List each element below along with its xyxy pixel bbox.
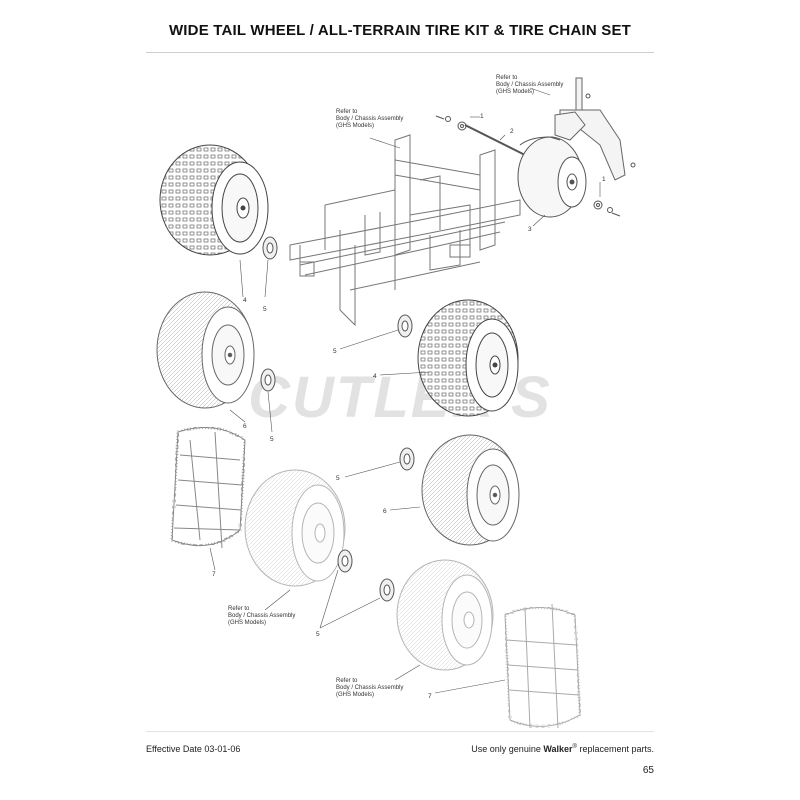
callout-top-center: Refer to Body / Chassis Assembly (GHS Mo… [336,109,403,129]
turf-tire-bottom [396,559,494,671]
part-number-6: 6 [243,423,247,430]
footer-divider [146,731,654,732]
part-number-5: 5 [333,348,337,355]
page-number: 65 [642,765,654,776]
turf-tire-lower-right [421,434,520,546]
chassis-frame [289,134,521,327]
spacer-washer-6 [379,578,395,602]
all-terrain-tire-mid-right [417,299,519,417]
spacer-washer-1 [262,236,278,260]
spacer-washer-2 [260,368,276,392]
callout-line: (GHS Models) [336,123,374,129]
turf-tire-lower-left [244,469,346,587]
spacer-washer-3 [397,314,413,338]
part-number-2: 2 [510,128,514,135]
callout-line: Body / Chassis Assembly [336,116,403,122]
turf-tire-mid-left [156,291,255,409]
genuine-parts-note: Use only genuine Walker® replacement par… [471,744,654,754]
callout-top-right: Refer to Body / Chassis Assembly (GHS Mo… [496,75,563,95]
title-divider [146,52,654,53]
callout-line: Body / Chassis Assembly [336,685,403,691]
effective-date: Effective Date 03-01-06 [146,744,241,754]
callout-line: Refer to [496,75,518,81]
page-title: WIDE TAIL WHEEL / ALL-TERRAIN TIRE KIT &… [168,22,632,39]
part-number-5: 5 [263,306,267,313]
callout-line: Refer to [336,678,358,684]
wide-tail-wheel [517,136,587,218]
tire-chain-right [503,603,582,729]
spacer-washer-4 [337,549,353,573]
callout-lower-left: Refer to Body / Chassis Assembly (GHS Mo… [228,606,295,626]
part-number-5: 5 [270,436,274,443]
callout-line: Body / Chassis Assembly [496,82,563,88]
callout-line: (GHS Models) [336,692,374,698]
callout-line: Refer to [228,606,250,612]
part-number-5: 5 [336,475,340,482]
part-number-3: 3 [528,226,532,233]
parts-note-suffix: replacement parts. [576,744,654,754]
callout-line: Body / Chassis Assembly [228,613,295,619]
part-number-6: 6 [383,508,387,515]
axle-assembly [435,93,636,217]
callout-bottom-center: Refer to Body / Chassis Assembly (GHS Mo… [336,678,403,698]
parts-note-prefix: Use only genuine [471,744,544,754]
callout-line: (GHS Models) [496,89,534,95]
part-number-1: 1 [480,113,484,120]
tail-wheel-fork [554,77,626,181]
brand-name: Walker [543,744,573,754]
callout-line: (GHS Models) [228,620,266,626]
registered-mark: ® [572,744,577,750]
part-number-5: 5 [316,631,320,638]
callout-line: Refer to [336,109,358,115]
part-number-7: 7 [428,693,432,700]
all-terrain-tire-top [159,144,269,256]
spacer-washer-5 [399,447,415,471]
part-number-4: 4 [243,297,247,304]
part-number-1: 1 [602,176,606,183]
part-number-4: 4 [373,373,377,380]
part-number-labels: 1 2 3 1 4 5 5 4 6 5 5 6 7 5 7 [212,113,606,700]
tire-chain-left [170,426,247,549]
leader-lines [209,87,601,694]
part-number-7: 7 [212,571,216,578]
